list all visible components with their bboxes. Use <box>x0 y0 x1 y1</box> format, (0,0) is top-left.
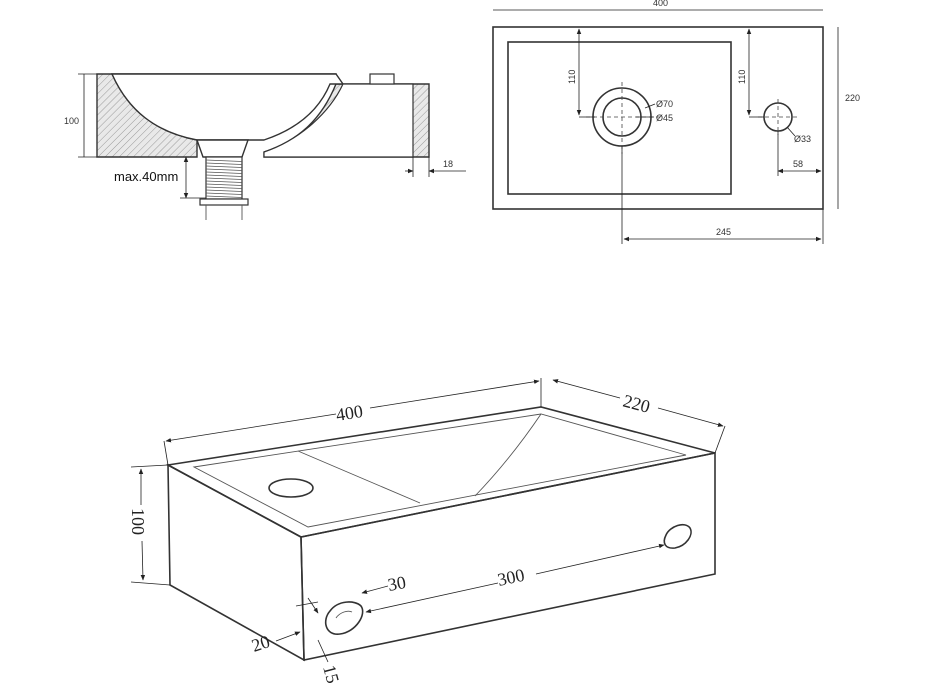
drain-pipe <box>199 156 249 220</box>
drain-throat <box>196 139 249 158</box>
iso-slot-spacing-label: 300 <box>496 565 527 590</box>
drain-thread <box>205 165 243 168</box>
section-height-dimension: 100 <box>64 73 97 158</box>
drain-thread <box>205 159 243 162</box>
iso-left-face <box>167 463 305 662</box>
iso-tap-hole <box>268 478 314 498</box>
iso-slot-height-label: 15 <box>319 663 343 686</box>
drain-thread <box>205 168 243 171</box>
tap-offset-y-dimension: 110 <box>737 28 764 118</box>
drain-thread <box>205 174 243 177</box>
plan-width-dimension: 400 <box>493 0 823 11</box>
drain-thread <box>205 171 243 174</box>
drain-thread <box>205 186 243 189</box>
plan-view: 400 220 110 110 Ø70 Ø45 Ø33 <box>492 0 860 244</box>
iso-slot-length-dimension: 30 <box>295 572 407 614</box>
drain-outer-label: Ø70 <box>656 99 673 109</box>
max-drain-label: max.40mm <box>114 169 178 184</box>
section-height-label: 100 <box>64 116 79 126</box>
plan-width-label: 400 <box>653 0 668 8</box>
wall-thickness-dimension: 18 <box>405 157 466 177</box>
iso-slot-offset-label: 20 <box>249 631 272 656</box>
iso-width-dimension: 400 <box>163 378 542 466</box>
tap-hole-label: Ø33 <box>794 134 811 144</box>
iso-slot-length-label: 30 <box>386 572 407 595</box>
iso-slot-spacing-dimension: 300 <box>365 543 665 614</box>
drain-offset-x-dimension: 245 <box>621 146 824 244</box>
iso-slot-offset-dimension: 20 <box>249 631 301 656</box>
drain-diameter-callouts: Ø70 Ø45 <box>636 99 673 123</box>
plan-outer-rim <box>492 26 824 210</box>
drain-offset-y-dimension: 110 <box>567 28 595 118</box>
tap-offset-y-label: 110 <box>737 70 747 84</box>
drain-offset-x-label: 245 <box>716 227 731 237</box>
tap-diameter-callout: Ø33 <box>786 126 811 144</box>
drain-thread <box>205 162 243 165</box>
iso-height-dimension: 100 <box>128 464 171 586</box>
drain-thread <box>205 177 243 180</box>
section-view: 100 max.40mm 18 <box>64 73 466 220</box>
iso-overflow-slot-left <box>324 601 364 635</box>
plan-depth-label: 220 <box>845 93 860 103</box>
drain-offset-y-label: 110 <box>567 70 577 84</box>
iso-front-face <box>300 452 716 661</box>
plan-inner-bowl <box>507 41 732 195</box>
isometric-view: 400 220 100 30 300 <box>128 378 726 686</box>
plan-depth-dimension: 220 <box>837 27 860 209</box>
iso-depth-label: 220 <box>621 391 652 417</box>
iso-overflow-slot-right <box>663 523 692 549</box>
max-drain-dimension: max.40mm <box>114 156 206 199</box>
iso-inner-rim <box>192 413 687 528</box>
iso-height-label: 100 <box>128 508 148 535</box>
drain-thread <box>205 180 243 183</box>
basin-bowl-void <box>110 73 345 141</box>
iso-slot-height-dimension: 15 <box>317 639 343 686</box>
iso-top-rim <box>165 406 716 538</box>
basin-right-cavity <box>263 83 414 158</box>
wall-thickness-label: 18 <box>443 159 453 169</box>
drain-thread <box>205 183 243 186</box>
drain-thread <box>205 192 243 195</box>
section-tap-hole <box>369 73 395 85</box>
drain-inner-label: Ø45 <box>656 113 673 123</box>
drain-thread <box>205 195 243 198</box>
tap-offset-x-label: 58 <box>793 159 803 169</box>
iso-width-label: 400 <box>334 401 364 425</box>
tap-offset-x-dimension: 58 <box>777 131 822 176</box>
drain-thread <box>205 189 243 192</box>
